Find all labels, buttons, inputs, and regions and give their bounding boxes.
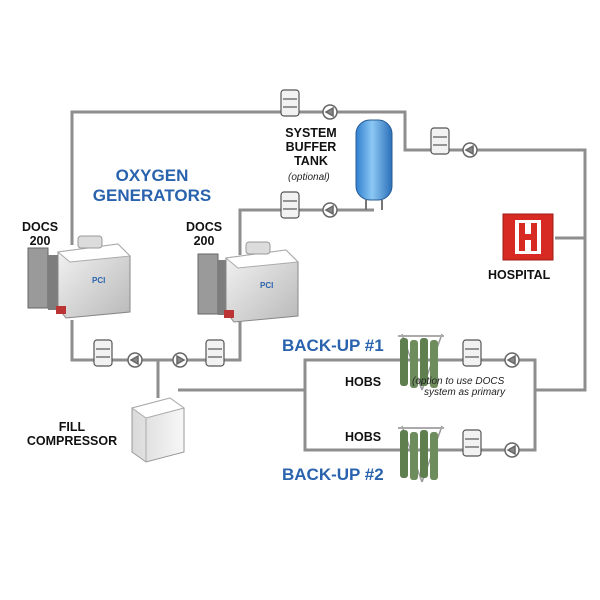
backup1-hobs-label: HOBS bbox=[345, 375, 382, 389]
pipe-network bbox=[70, 110, 587, 452]
hobs-cylinders-2 bbox=[398, 425, 444, 483]
title-line1: OXYGEN bbox=[115, 166, 189, 185]
generator-2-model: 200 bbox=[193, 234, 215, 248]
valve-right-top bbox=[430, 127, 450, 155]
generator-1: PCI bbox=[27, 235, 132, 319]
buffer-tank bbox=[355, 119, 393, 210]
pipe-tank-to-hospital bbox=[374, 110, 587, 392]
backup1-note-line1: (option to use DOCS bbox=[412, 376, 505, 387]
valve-gen1-out bbox=[93, 339, 113, 367]
generator-2-badge: PCI bbox=[260, 281, 273, 290]
check-valve-left-bottom bbox=[127, 352, 143, 368]
check-valve-backup2 bbox=[504, 442, 520, 458]
generator-1-badge: PCI bbox=[92, 276, 105, 285]
pipe-backup-loop bbox=[178, 358, 537, 452]
compressor-label: FILL COMPRESSOR bbox=[18, 420, 126, 448]
check-valve-top bbox=[322, 104, 338, 120]
backup1-label: BACK-UP #1 bbox=[282, 336, 384, 355]
check-valve-tank-lower bbox=[322, 202, 338, 218]
oxygen-generators-title: OXYGEN GENERATORS bbox=[92, 166, 212, 206]
check-valve-backup1 bbox=[504, 352, 520, 368]
buffer-tank-label: SYSTEM BUFFER TANK bbox=[276, 126, 346, 168]
valve-tank-lower bbox=[280, 191, 300, 219]
valve-backup2 bbox=[462, 429, 482, 457]
hospital-icon bbox=[502, 213, 554, 261]
check-valve-right bbox=[462, 142, 478, 158]
backup1-note: (option to use DOCS system as primary bbox=[412, 376, 505, 398]
generator-2-name: DOCS bbox=[185, 220, 223, 234]
buffer-tank-line3: TANK bbox=[294, 154, 328, 168]
generator-2: PCI bbox=[197, 241, 300, 323]
check-valve-right-bottom bbox=[172, 352, 188, 368]
buffer-tank-line2: BUFFER bbox=[285, 140, 337, 154]
buffer-tank-line1: SYSTEM bbox=[285, 126, 337, 140]
backup1-note-line2: system as primary bbox=[424, 387, 506, 398]
buffer-tank-note: (optional) bbox=[288, 172, 330, 183]
backup2-label: BACK-UP #2 bbox=[282, 465, 384, 484]
valve-backup1 bbox=[462, 339, 482, 367]
compressor-line2: COMPRESSOR bbox=[26, 434, 118, 448]
valve-top bbox=[280, 89, 300, 117]
title-line2: GENERATORS bbox=[92, 186, 212, 205]
check-valves bbox=[127, 104, 520, 458]
valve-gen2-out bbox=[205, 339, 225, 367]
hospital-label: HOSPITAL bbox=[488, 268, 551, 282]
compressor-line1: FILL bbox=[58, 420, 86, 434]
generator-1-name: DOCS bbox=[21, 220, 59, 234]
valves bbox=[93, 89, 482, 457]
generator-1-label: DOCS 200 bbox=[20, 220, 60, 248]
fill-compressor bbox=[130, 397, 186, 463]
generator-1-model: 200 bbox=[29, 234, 51, 248]
pipe-bottom-generators bbox=[70, 320, 242, 362]
generator-2-label: DOCS 200 bbox=[184, 220, 224, 248]
hobs-cylinders-1 bbox=[398, 333, 444, 391]
backup2-hobs-label: HOBS bbox=[345, 430, 382, 444]
